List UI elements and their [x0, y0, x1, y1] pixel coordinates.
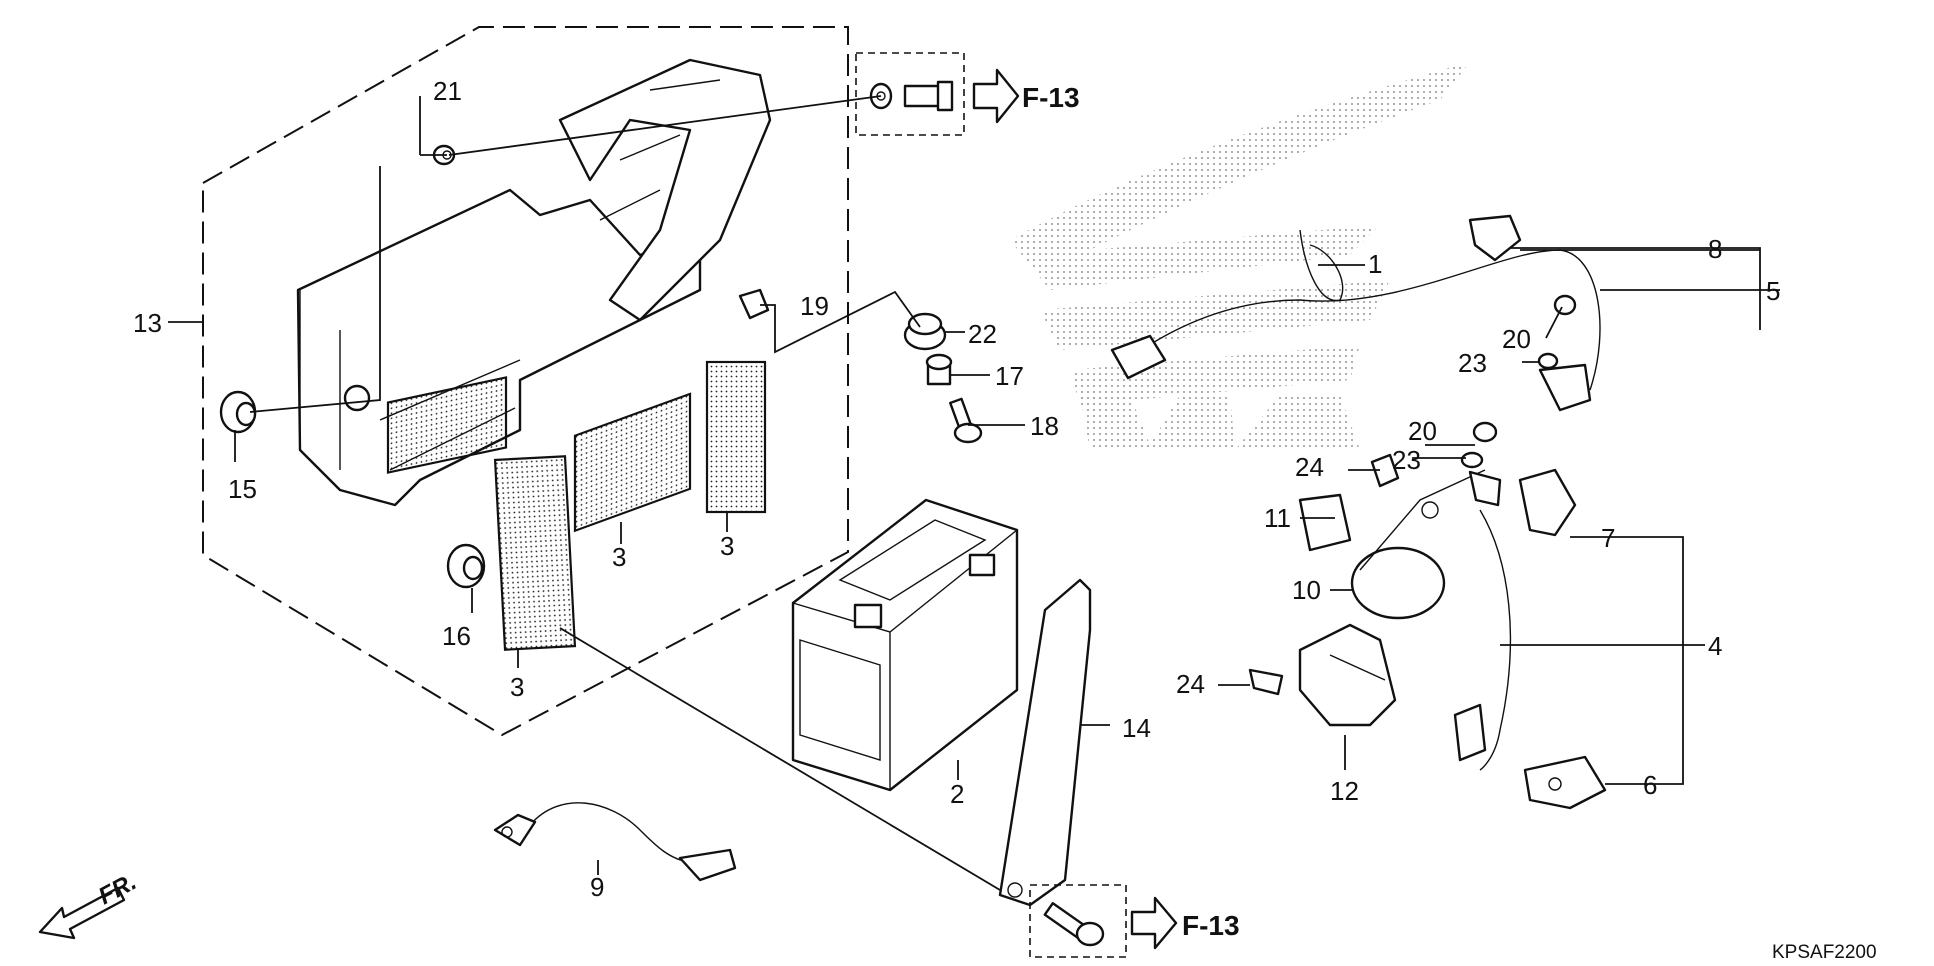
washer-23-lower [1460, 451, 1484, 469]
callout-24b: 24 [1176, 669, 1205, 699]
rubber-cushion-a [493, 455, 577, 651]
clip-nut-19 [738, 288, 770, 320]
nut-20-upper [1553, 294, 1577, 316]
front-arrow-icon [38, 886, 126, 940]
battery-box-assembly-outline [202, 26, 849, 737]
collar-17 [925, 353, 953, 386]
bolt-18 [949, 397, 983, 444]
starter-relay [1350, 469, 1502, 620]
washer-23-upper [1537, 352, 1559, 370]
callout-6: 6 [1643, 770, 1657, 800]
callout-14: 14 [1122, 713, 1151, 743]
grommet-15 [219, 390, 257, 434]
battery-stay [998, 578, 1092, 907]
top-ref-box [855, 52, 965, 136]
callout-numbers: 1 2 3 3 3 4 5 6 7 8 9 10 11 12 13 14 15 … [133, 76, 1780, 902]
bottom-ref-arrow [1130, 896, 1178, 950]
callout-5: 5 [1766, 276, 1780, 306]
callout-10: 10 [1292, 575, 1321, 605]
callout-20a: 20 [1502, 324, 1531, 354]
grommet-16 [446, 543, 486, 589]
bottom-ref-label: F-13 [1182, 910, 1240, 941]
top-bolt [869, 80, 954, 112]
callout-19: 19 [800, 291, 829, 321]
starter-motor-cable [1453, 468, 1607, 810]
battery-box [296, 58, 772, 507]
clip-24-upper [1370, 453, 1400, 488]
callout-20b: 20 [1408, 416, 1437, 446]
callout-9: 9 [590, 872, 604, 902]
bottom-bolt [1043, 902, 1105, 947]
callout-8: 8 [1708, 234, 1722, 264]
callout-23a: 23 [1458, 348, 1487, 378]
relay-cover [1298, 623, 1397, 727]
callout-16: 16 [442, 621, 471, 651]
callout-13: 13 [133, 308, 162, 338]
callout-22: 22 [968, 319, 997, 349]
ground-cable [493, 802, 737, 882]
front-direction-indicator: FR. [38, 868, 141, 940]
callout-1: 1 [1368, 249, 1382, 279]
connector-11 [1298, 493, 1352, 552]
rubber-cushion-b [573, 392, 692, 533]
callout-4: 4 [1708, 631, 1722, 661]
top-ref-arrow [972, 68, 1020, 124]
drawing-code: KPSAF2200 [1772, 942, 1877, 963]
callout-3a: 3 [612, 542, 626, 572]
callout-2: 2 [950, 779, 964, 809]
callout-3c: 3 [510, 672, 524, 702]
leader-lines [168, 95, 1780, 891]
callout-12: 12 [1330, 776, 1359, 806]
callout-24a: 24 [1295, 452, 1324, 482]
top-ref-label: F-13 [1022, 82, 1080, 113]
nut-20-lower [1472, 421, 1498, 443]
callout-21: 21 [433, 76, 462, 106]
rubber-cushion-c [705, 360, 767, 514]
callout-7: 7 [1601, 523, 1615, 553]
starter-cable [1110, 214, 1601, 412]
collar-22 [903, 312, 947, 351]
callout-23b: 23 [1392, 445, 1421, 475]
callout-18: 18 [1030, 411, 1059, 441]
clip-24-lower [1248, 668, 1284, 696]
callout-11: 11 [1264, 503, 1291, 533]
callout-15: 15 [228, 474, 257, 504]
callout-17: 17 [995, 361, 1024, 391]
honda-wing-watermark [1010, 62, 1470, 450]
battery [791, 498, 1019, 792]
bottom-ref-box [1029, 884, 1127, 958]
callout-3b: 3 [720, 531, 734, 561]
